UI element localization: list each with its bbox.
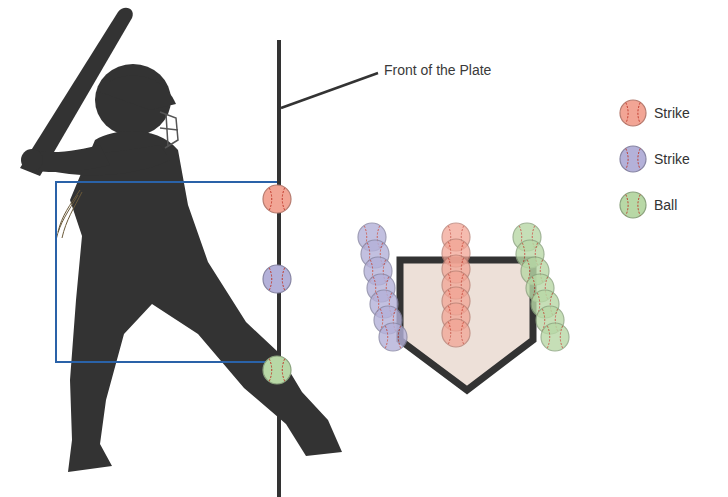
legend-text: Strike [654,151,690,167]
ponytail [56,190,82,240]
strike-zone [56,182,279,362]
batter-silhouette [21,64,342,472]
legend-swatch [618,190,648,220]
legend-row: Strike [618,98,690,128]
legend-text: Strike [654,105,690,121]
face-mask [160,112,178,148]
legend-swatch [618,144,648,174]
baseball [620,146,646,172]
baseball [263,265,291,293]
baseball [620,192,646,218]
home-plate [400,260,533,390]
baseball [620,100,646,126]
legend-swatch [618,98,648,128]
baseball [263,356,291,384]
legend-row: Ball [618,190,677,220]
baseball [379,323,407,351]
legend-text: Ball [654,197,677,213]
baseball [442,319,470,347]
legend-row: Strike [618,144,690,174]
baseball [541,323,569,351]
callout-label: Front of the Plate [384,62,491,78]
baseball [263,185,291,213]
leader-line [281,73,378,108]
balls [263,185,569,384]
